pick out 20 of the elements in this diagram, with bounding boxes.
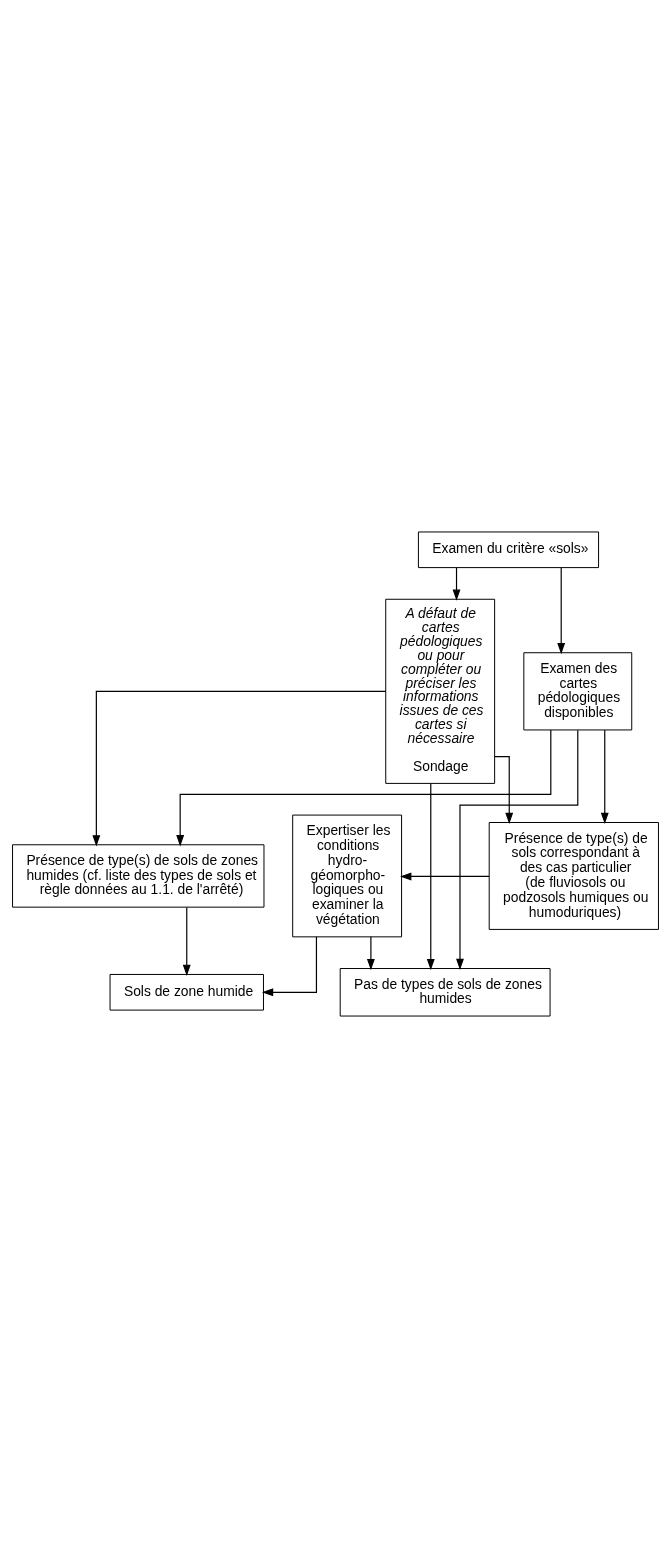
node-box: Examen du critère «sols» [417, 531, 600, 569]
arrow [176, 729, 552, 847]
arrow [366, 936, 375, 971]
node-box: A défaut de cartes pédologiques ou pour compléter ou préciser les informations issues de ces cartes si nécessaire Sondage [385, 598, 496, 784]
arrow [456, 729, 579, 970]
node-box: Expertiser les conditions hydro- géomorpho- logiques ou examiner la végétation [292, 814, 403, 938]
arrow [600, 729, 609, 825]
arrow [494, 756, 514, 825]
arrow [426, 783, 435, 971]
arrow [182, 906, 191, 976]
node-box: Présence de type(s) de sols de zones humides (cf. liste des types de sols et règle données au 1.1. de l'arrêté) [12, 844, 265, 908]
node-box: Présence de type(s) de sols correspondant à des cas particulier (de fluviosols ou podzosols humiques ou humoduriques) [488, 822, 659, 930]
node-box: Pas de types de sols de zones humides [339, 968, 551, 1017]
arrow [261, 936, 318, 997]
arrow [452, 567, 461, 601]
arrow [400, 872, 490, 881]
node-box: Examen des cartes pédologiques disponibles [523, 652, 633, 731]
node-box: Sols de zone humide [109, 973, 264, 1011]
arrow [92, 690, 387, 847]
arrow [557, 567, 566, 655]
